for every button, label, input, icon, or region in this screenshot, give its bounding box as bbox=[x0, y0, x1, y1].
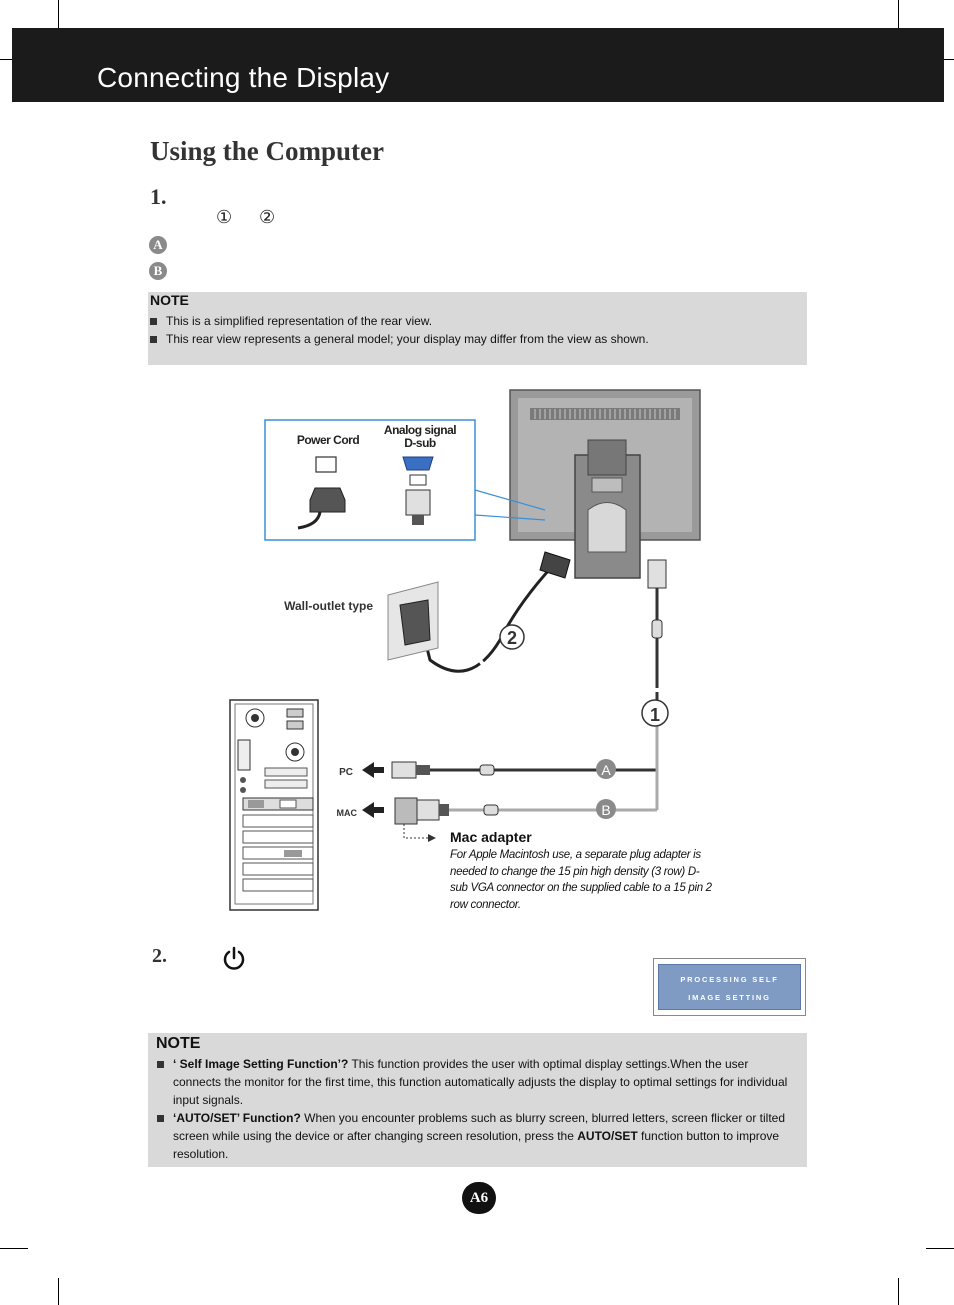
note-text: This function provides the user with opt… bbox=[173, 1057, 788, 1107]
page-number: A6 bbox=[462, 1182, 496, 1214]
note-text: When you encounter problems such as blur… bbox=[173, 1111, 785, 1143]
osd-panel: PROCESSING SELF IMAGE SETTING bbox=[658, 964, 801, 1010]
step-1-number: 1. bbox=[150, 184, 167, 209]
dsub-plug-icon bbox=[647, 559, 667, 589]
list-item: This rear view represents a general mode… bbox=[148, 330, 798, 348]
step-2-number: 2. bbox=[152, 945, 167, 967]
note-list: This is a simplified representation of t… bbox=[148, 312, 798, 348]
section-title: Using the Computer bbox=[150, 136, 384, 166]
callout-2-marker bbox=[499, 624, 525, 650]
note-bold-term: ‘ Self Image Setting Function’? bbox=[173, 1057, 349, 1071]
badge-a: A bbox=[149, 236, 167, 254]
pc-connector-icon bbox=[391, 761, 417, 779]
crop-mark bbox=[0, 59, 12, 60]
power-plug-icon bbox=[539, 551, 571, 579]
wall-outlet-illustration bbox=[387, 581, 439, 661]
note-list: ‘ Self Image Setting Function’? This fun… bbox=[155, 1055, 795, 1163]
note-box-functions: NOTE ‘ Self Image Setting Function’? Thi… bbox=[148, 1033, 807, 1167]
mac-adapter-title: Mac adapter bbox=[450, 829, 532, 845]
analog-signal-label: Analog signal bbox=[384, 423, 456, 437]
connector-inset: Power Cord Analog signal D-sub bbox=[264, 419, 546, 541]
pc-label: PC bbox=[339, 767, 353, 778]
pc-tower-illustration bbox=[229, 699, 319, 911]
dsub-label: D-sub bbox=[404, 436, 436, 450]
badge-b: B bbox=[149, 262, 167, 280]
note-box-rear-view: NOTE This is a simplified representation… bbox=[148, 292, 807, 365]
callout-2-label: 2 bbox=[507, 628, 517, 648]
note-title: NOTE bbox=[150, 292, 189, 308]
cable-b-marker bbox=[596, 799, 616, 819]
monitor-rear-illustration bbox=[509, 389, 701, 579]
cable-a-marker bbox=[596, 759, 616, 779]
cable-b-label: B bbox=[601, 802, 610, 818]
osd-line-1: PROCESSING SELF bbox=[680, 975, 779, 984]
arrow-left-icon bbox=[362, 802, 384, 818]
circled-one-icon: ① bbox=[216, 207, 233, 227]
list-item: ‘AUTO/SET’ Function? When you encounter … bbox=[155, 1109, 795, 1163]
note-bold-term: AUTO/SET bbox=[577, 1129, 638, 1143]
crop-mark bbox=[58, 0, 59, 28]
callout-1-marker bbox=[641, 699, 669, 727]
arrow-left-icon bbox=[362, 762, 384, 778]
callout-1-label: 1 bbox=[650, 705, 660, 725]
crop-mark bbox=[898, 1278, 899, 1305]
mac-adapter-icon bbox=[394, 797, 418, 825]
osd-message-screen: PROCESSING SELF IMAGE SETTING bbox=[653, 958, 806, 1016]
note-text: function button to improve resolution. bbox=[173, 1129, 780, 1161]
wall-outlet-label: Wall-outlet type bbox=[284, 599, 373, 613]
crop-mark bbox=[944, 59, 954, 60]
power-icon bbox=[223, 946, 245, 970]
list-item: ‘ Self Image Setting Function’? This fun… bbox=[155, 1055, 795, 1109]
page-title: Connecting the Display bbox=[97, 62, 390, 93]
crop-mark bbox=[898, 0, 899, 28]
power-cord-label: Power Cord bbox=[297, 433, 360, 447]
list-item: This is a simplified representation of t… bbox=[148, 312, 798, 330]
note-bold-term: ‘AUTO/SET’ Function? bbox=[173, 1111, 301, 1125]
crop-mark bbox=[0, 1248, 28, 1249]
circled-two-icon: ② bbox=[259, 207, 276, 227]
mac-adapter-description: For Apple Macintosh use, a separate plug… bbox=[450, 849, 712, 911]
mac-label: MAC bbox=[337, 808, 358, 818]
crop-mark bbox=[58, 1278, 59, 1305]
header-bar bbox=[12, 28, 944, 102]
crop-mark bbox=[926, 1248, 954, 1249]
note-text: This rear view represents a general mode… bbox=[166, 332, 649, 346]
note-title: NOTE bbox=[156, 1035, 201, 1052]
connection-diagram: Power Cord Analog signal D-sub Wall-outl… bbox=[229, 389, 701, 911]
note-text: This is a simplified representation of t… bbox=[166, 314, 433, 328]
cable-a-label: A bbox=[601, 762, 611, 778]
osd-line-2: IMAGE SETTING bbox=[688, 993, 771, 1002]
